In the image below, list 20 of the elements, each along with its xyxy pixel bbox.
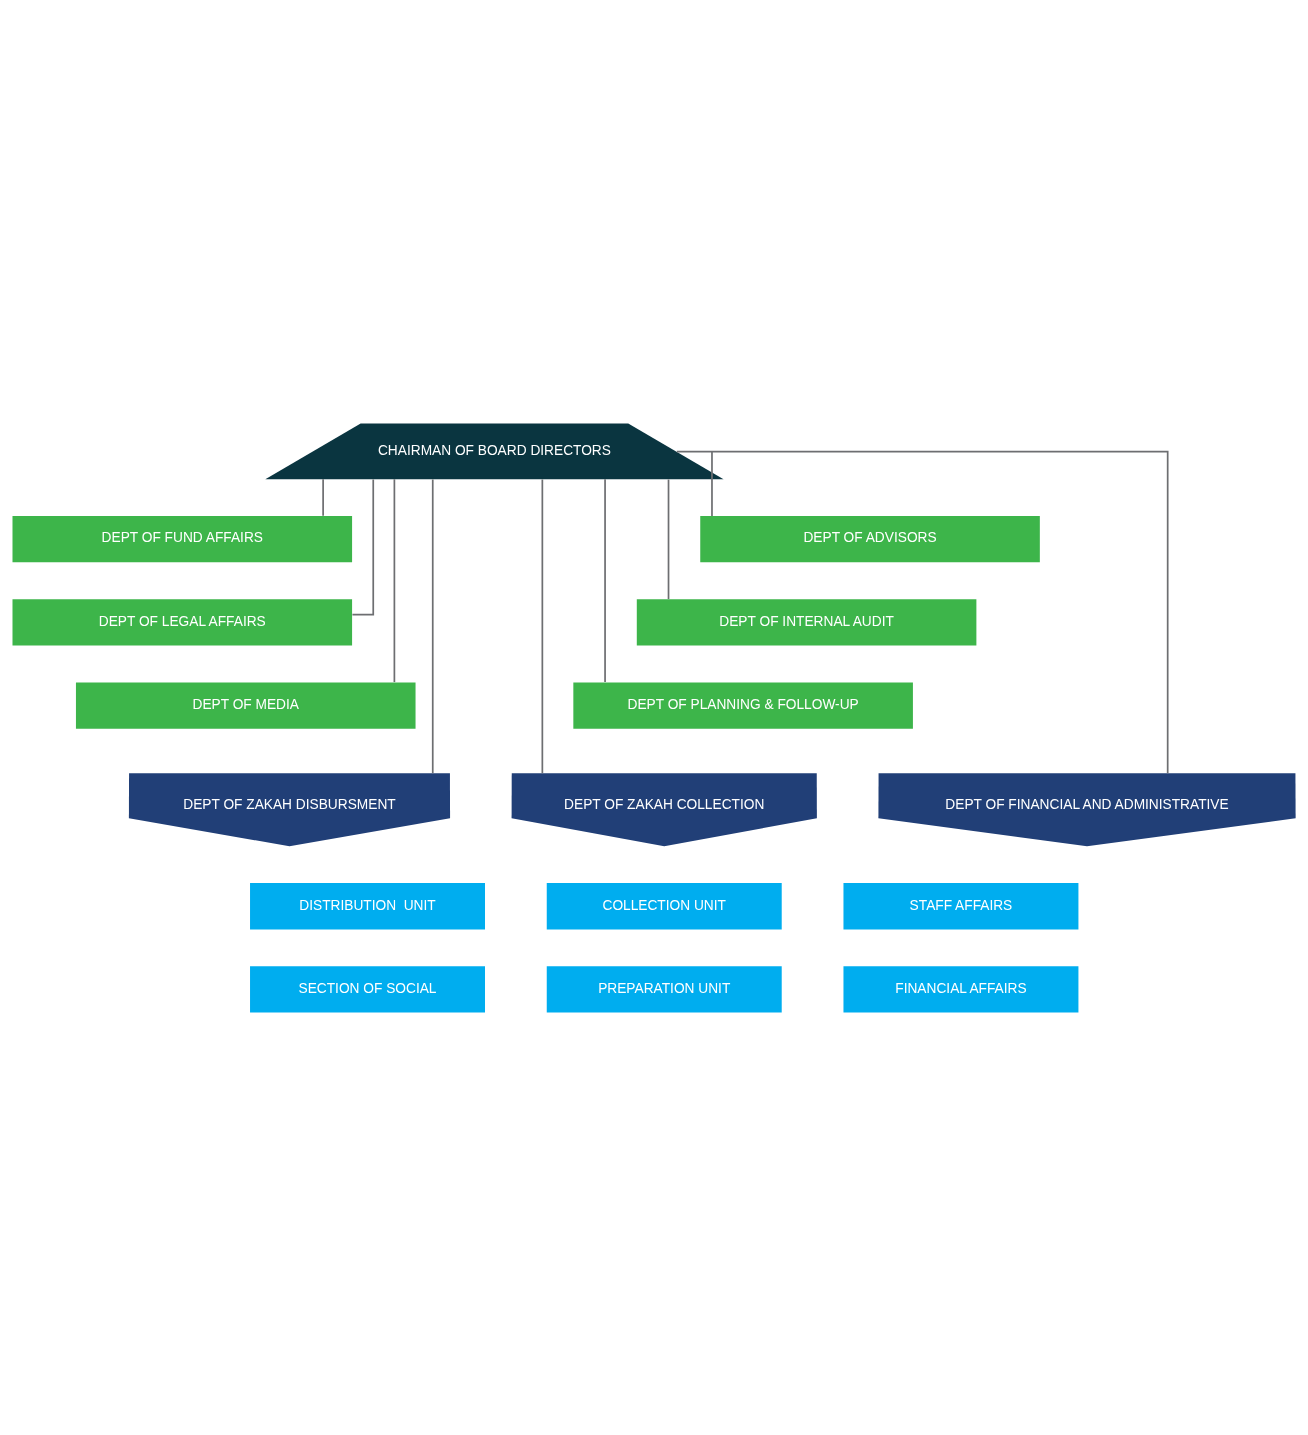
node-box: DEPT OF LEGAL AFFAIRS xyxy=(12,598,353,646)
node-box: DEPT OF INTERNAL AUDIT xyxy=(636,598,977,646)
node-box: FINANCIAL AFFAIRS xyxy=(843,965,1079,1013)
connector xyxy=(431,478,434,774)
connector xyxy=(676,450,1169,774)
connector xyxy=(541,478,544,774)
connector xyxy=(711,450,713,517)
node-box: STAFF AFFAIRS xyxy=(843,882,1079,929)
connector xyxy=(604,477,606,683)
connector xyxy=(667,478,670,600)
connector xyxy=(393,477,396,683)
node-box: DEPT OF ADVISORS xyxy=(700,515,1040,562)
node-box: PREPARATION UNIT xyxy=(546,965,782,1013)
node-box: DEPT OF PLANNING & FOLLOW-UP xyxy=(573,681,913,729)
node-box: DISTRIBUTION UNIT xyxy=(250,882,485,929)
node-box: DEPT OF FUND AFFAIRS xyxy=(12,515,353,562)
connector xyxy=(322,478,324,517)
node-box: COLLECTION UNIT xyxy=(546,882,782,929)
node-box: DEPT OF MEDIA xyxy=(75,681,416,729)
node-box: SECTION OF SOCIAL xyxy=(250,965,485,1013)
